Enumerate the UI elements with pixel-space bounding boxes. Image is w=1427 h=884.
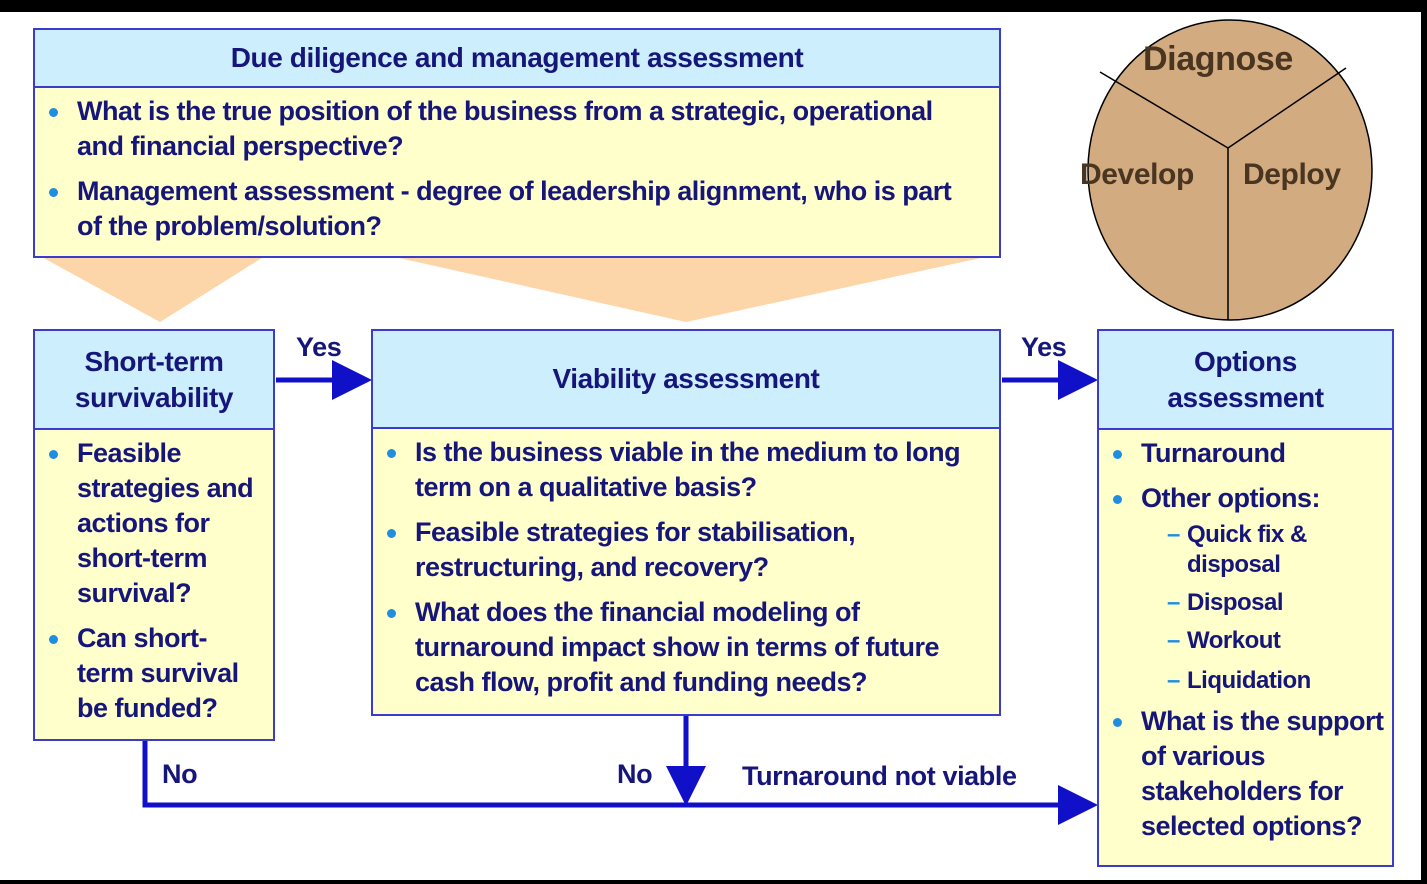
- yes-label-2: Yes: [1021, 332, 1067, 362]
- list-item: Feasible strategies and actions for shor…: [35, 436, 273, 611]
- sub-item: –Disposal: [1167, 589, 1284, 616]
- options-box: Options assessment Turnaround Other opti…: [1097, 329, 1394, 867]
- list-item: What does the financial modeling of turn…: [373, 595, 989, 700]
- due-diligence-title: Due diligence and management assessment: [35, 30, 999, 88]
- list-item: Is the business viable in the medium to …: [373, 435, 989, 505]
- list-item: What is the true position of the busines…: [35, 94, 979, 164]
- options-title: Options assessment: [1099, 331, 1392, 430]
- cycle-diagnose: Diagnose: [1143, 40, 1293, 78]
- cycle-develop: Develop: [1080, 158, 1194, 191]
- list-item: Management assessment - degree of leader…: [35, 174, 979, 244]
- list-item: Other options:: [1099, 481, 1392, 516]
- list-item: What is the support of various stakehold…: [1099, 704, 1392, 844]
- list-item: Can short-term survival be funded?: [35, 621, 273, 726]
- arrow-no-path: [142, 740, 1098, 825]
- viability-box: Viability assessment Is the business via…: [371, 329, 1001, 716]
- sub-item: –Quick fix & disposal: [1167, 521, 1307, 578]
- viability-title: Viability assessment: [373, 331, 999, 429]
- cycle-circle: [1087, 19, 1373, 321]
- due-diligence-box: Due diligence and management assessment …: [33, 28, 1001, 258]
- no-label-1: No: [162, 759, 198, 789]
- funnel-middle: [390, 256, 990, 322]
- bottom-bar: [0, 880, 1427, 884]
- turnaround-not-viable-label: Turnaround not viable: [742, 761, 1017, 791]
- yes-label-1: Yes: [296, 332, 342, 362]
- short-term-title: Short-term survivability: [35, 331, 273, 430]
- cycle-deploy: Deploy: [1243, 158, 1341, 191]
- top-bar: [0, 0, 1427, 12]
- short-term-box: Short-term survivability Feasible strate…: [33, 329, 275, 741]
- right-bar: [1421, 0, 1427, 884]
- list-item: Turnaround: [1099, 436, 1392, 471]
- sub-item: –Liquidation: [1167, 667, 1311, 694]
- sub-item: –Workout: [1167, 627, 1281, 654]
- no-label-2: No: [617, 759, 653, 789]
- funnel-left: [40, 256, 265, 322]
- list-item: Feasible strategies for stabilisation, r…: [373, 515, 989, 585]
